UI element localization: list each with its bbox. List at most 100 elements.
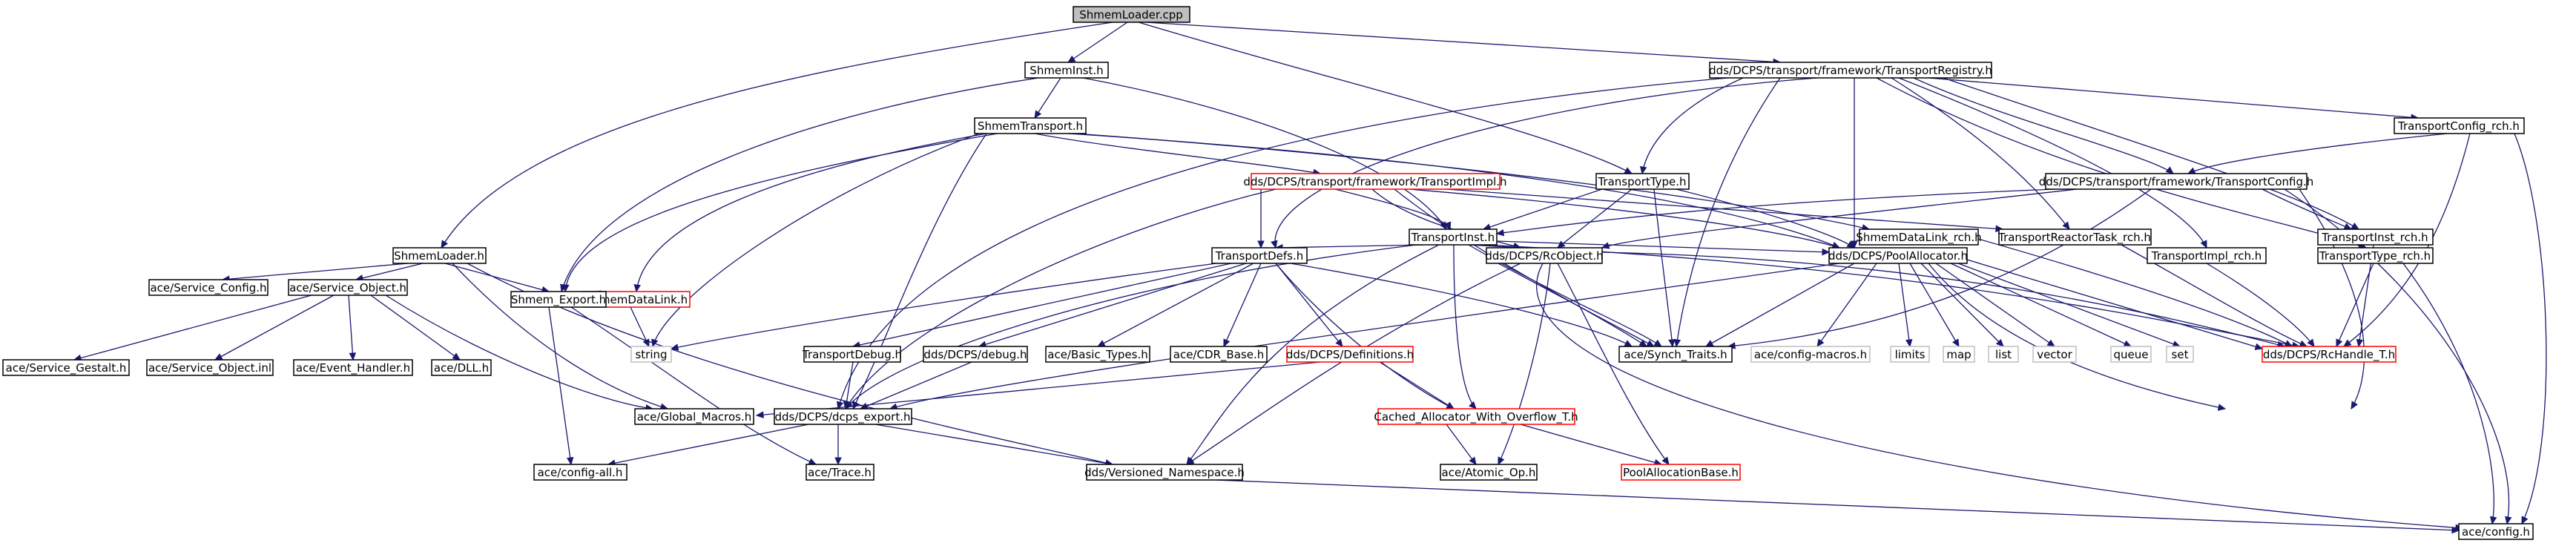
arrowhead <box>1624 340 1633 347</box>
arrowhead <box>670 343 679 351</box>
node-rchandle-t-h[interactable]: dds/DCPS/RcHandle_T.h <box>2262 346 2397 363</box>
svg-text:ShmemTransport.h: ShmemTransport.h <box>978 119 1083 133</box>
node-transport-registry-h[interactable]: dds/DCPS/transport/framework/TransportRe… <box>1709 62 1992 79</box>
node-shmemdatalink-h[interactable]: ShmemDataLink.h <box>582 291 691 308</box>
dependency-edge <box>845 188 1277 410</box>
node-transportconfig-h[interactable]: dds/DCPS/transport/framework/TransportCo… <box>2039 173 2314 190</box>
dependency-edge <box>1496 188 2055 234</box>
arrowhead <box>852 401 860 410</box>
dependency-edge <box>1966 259 2263 349</box>
node-ace-dll-h[interactable]: ace/DLL.h <box>431 359 492 376</box>
node-rcobject-h[interactable]: dds/DCPS/RcObject.h <box>1485 247 1604 264</box>
node-ace-service-gestalt-h[interactable]: ace/Service_Gestalt.h <box>2 359 130 376</box>
arrowhead <box>2521 516 2529 525</box>
node-ace-service-object-inl[interactable]: ace/Service_Object.inl <box>146 359 274 376</box>
node-transportreactortask-rch-h[interactable]: TransportReactorTask_rch.h <box>1997 228 2152 246</box>
node-ace-synch-traits-h[interactable]: ace/Synch_Traits.h <box>1618 346 1733 363</box>
dependency-edge <box>2402 263 2494 524</box>
node-poolallocator-h[interactable]: dds/DCPS/PoolAllocator.h <box>1828 247 1968 264</box>
arrowhead <box>1498 456 1505 466</box>
node-ace-global-macros-h[interactable]: ace/Global_Macros.h <box>634 408 754 425</box>
svg-text:ace/Atomic_Op.h: ace/Atomic_Op.h <box>1442 466 1536 480</box>
arrowhead <box>755 411 764 418</box>
dependency-edge <box>452 263 668 410</box>
arrowhead <box>2307 338 2315 347</box>
arrowhead <box>1851 240 1858 249</box>
dependency-edge <box>671 263 1217 349</box>
node-ace-basic-types-h[interactable]: ace/Basic_Types.h <box>1045 346 1150 363</box>
node-ace-service-object-h[interactable]: ace/Service_Object.h <box>288 279 408 296</box>
arrowhead <box>1624 167 1633 174</box>
dependency-edge <box>978 263 1247 347</box>
node-shmemloader-cpp[interactable]: ShmemLoader.cpp <box>1073 6 1190 23</box>
arrowhead <box>859 402 869 410</box>
node-transportdebug-h[interactable]: TransportDebug.h <box>802 346 902 363</box>
node-transportimpl-h[interactable]: dds/DCPS/transport/framework/TransportIm… <box>1243 173 1507 190</box>
node-transportconfig-rch-h[interactable]: TransportConfig_rch.h <box>2394 117 2525 134</box>
dependency-edge <box>1097 263 1254 347</box>
dependency-edge <box>2299 188 2365 410</box>
node-ace-config-all-h[interactable]: ace/config-all.h <box>533 464 627 481</box>
node-ace-config-macros-h[interactable]: ace/config-macros.h <box>1750 346 1871 363</box>
node-list[interactable]: list <box>1988 346 2019 363</box>
node-queue[interactable]: queue <box>2110 346 2152 363</box>
node-ace-atomic-op-h[interactable]: ace/Atomic_Op.h <box>1440 464 1538 481</box>
node-shmem-export-h[interactable]: Shmem_Export.h <box>510 291 607 308</box>
arrowhead <box>2200 240 2207 249</box>
svg-text:TransportInst.h: TransportInst.h <box>1411 231 1495 244</box>
node-shmemdatalink-rch-h[interactable]: ShmemDataLink_rch.h <box>1856 228 1982 246</box>
arrowhead <box>1468 401 1477 410</box>
node-vector[interactable]: vector <box>2032 346 2077 363</box>
svg-text:ShmemDataLink.h: ShmemDataLink.h <box>585 293 688 306</box>
node-definitions-h[interactable]: dds/DCPS/Definitions.h <box>1286 346 1414 363</box>
node-string[interactable]: string <box>630 346 672 363</box>
node-shmemtransport-h[interactable]: ShmemTransport.h <box>974 117 1087 134</box>
node-transportdefs-h[interactable]: TransportDefs.h <box>1211 247 1308 264</box>
dependency-edge <box>1676 77 1781 347</box>
dependency-edge <box>1498 263 1655 347</box>
node-poolallocationbase-h[interactable]: PoolAllocationBase.h <box>1621 464 1741 481</box>
svg-text:TransportType_rch.h: TransportType_rch.h <box>2319 249 2431 263</box>
node-shmemloader-h[interactable]: ShmemLoader.h <box>392 247 487 264</box>
dependency-edge <box>564 133 998 292</box>
arrowhead <box>836 401 844 410</box>
node-transportimpl-rch-h[interactable]: TransportImpl_rch.h <box>2147 247 2267 264</box>
arrowhead <box>2217 404 2227 411</box>
node-transporttype-rch-h[interactable]: TransportType_rch.h <box>2317 247 2434 264</box>
node-transporttype-h[interactable]: TransportType.h <box>1595 173 1690 190</box>
dependency-edge <box>1653 188 1673 347</box>
node-ace-trace-h[interactable]: ace/Trace.h <box>806 464 874 481</box>
dependency-edge <box>1498 263 1551 465</box>
node-ace-event-handler-h[interactable]: ace/Event_Handler.h <box>293 359 413 376</box>
dependency-edge <box>1641 77 1744 174</box>
node-transportinst-h[interactable]: TransportInst.h <box>1409 228 1498 246</box>
node-debug-h[interactable]: dds/DCPS/debug.h <box>923 346 1028 363</box>
dependency-edge <box>845 244 1417 410</box>
node-cached-allocator-h[interactable]: Cached_Allocator_With_Overflow_T.h <box>1374 408 1578 425</box>
node-ace-config-h[interactable]: ace/config.h <box>2458 523 2534 540</box>
svg-text:TransportDefs.h: TransportDefs.h <box>1215 249 1304 263</box>
node-set[interactable]: set <box>2166 346 2194 363</box>
node-map[interactable]: map <box>1943 346 1975 363</box>
dependency-edge <box>2514 133 2547 524</box>
svg-text:TransportImpl_rch.h: TransportImpl_rch.h <box>2151 249 2262 263</box>
svg-text:vector: vector <box>2037 348 2072 361</box>
node-limits[interactable]: limits <box>1890 346 1930 363</box>
arrowhead <box>1257 240 1265 249</box>
arrowhead <box>2505 516 2512 525</box>
dependency-edge <box>1913 77 2174 174</box>
dependency-edge <box>385 295 653 410</box>
dependency-edge <box>73 295 312 361</box>
svg-text:ace/config.h: ace/config.h <box>2462 525 2530 539</box>
node-versioned-namespace-h[interactable]: dds/Versioned_Namespace.h <box>1084 464 1245 481</box>
arrowhead <box>2123 340 2132 347</box>
node-ace-cdr-base-h[interactable]: ace/CDR_Base.h <box>1170 346 1268 363</box>
node-ace-service-config-h[interactable]: ace/Service_Config.h <box>148 279 269 296</box>
svg-text:dds/DCPS/PoolAllocator.h: dds/DCPS/PoolAllocator.h <box>1828 249 1968 263</box>
node-dcps-export-h[interactable]: dds/DCPS/dcps_export.h <box>774 408 912 425</box>
node-transportinst-rch-h[interactable]: TransportInst_rch.h <box>2317 228 2434 246</box>
svg-text:ShmemDataLink_rch.h: ShmemDataLink_rch.h <box>1856 231 1981 245</box>
node-shmeminst-h[interactable]: ShmemInst.h <box>1024 62 1109 79</box>
dependency-edge <box>1876 77 2367 249</box>
dependency-edge <box>852 133 987 410</box>
